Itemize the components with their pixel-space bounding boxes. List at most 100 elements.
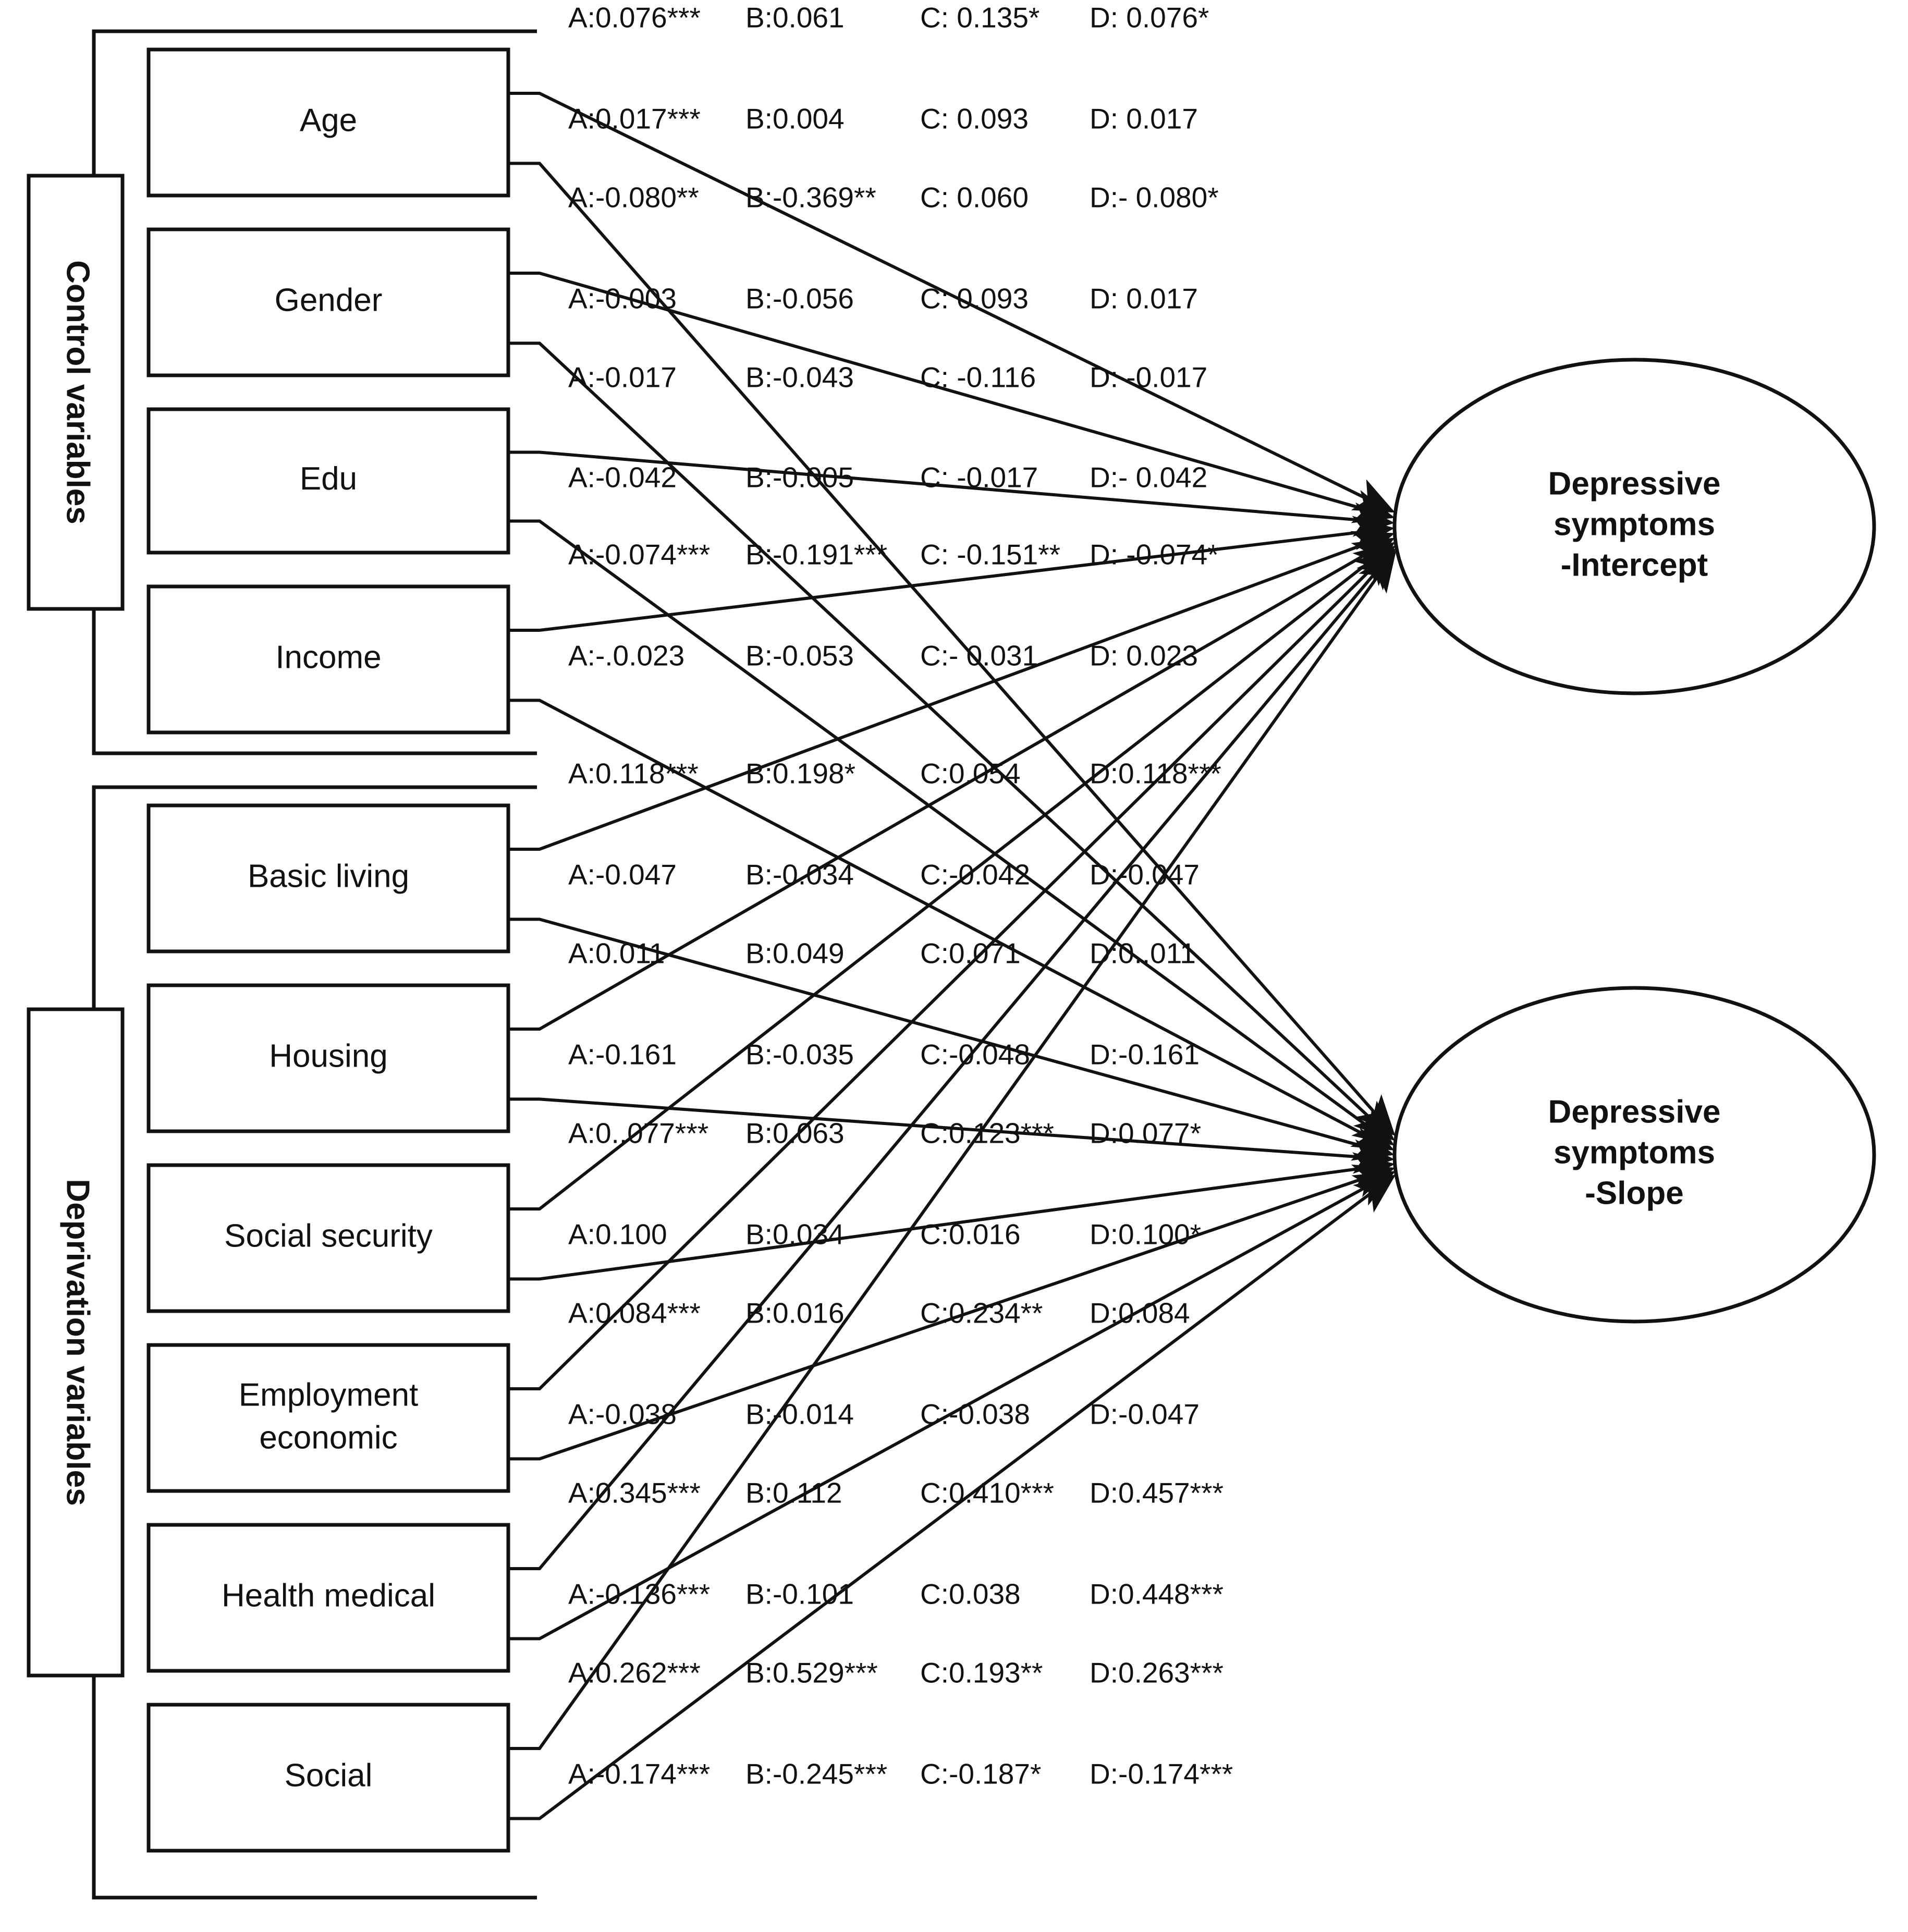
variable-label-social-security: Social security: [224, 1218, 433, 1254]
outcome-label-intercept-line2: symptoms: [1554, 506, 1715, 542]
coef-health-medical-slope-b: B:-0.101: [745, 1578, 854, 1610]
coef-age-slope-c: C: 0.093: [920, 103, 1029, 135]
variable-label-employment-economic-line1: Employment: [239, 1377, 419, 1413]
coef-edu-slope-a: A:-0.042: [568, 461, 677, 493]
coef-social-security-intercept-b: B:0.063: [745, 1117, 845, 1150]
path-arrow-edu-to-intercept: [508, 450, 1395, 537]
coef-basic-living-slope-a: A:-0.047: [568, 859, 677, 891]
coef-edu-slope-d: D:- 0.042: [1090, 461, 1207, 493]
coef-gender-intercept-c: C: 0.060: [920, 181, 1029, 214]
variable-box-social[interactable]: [146, 1703, 510, 1853]
coef-health-medical-intercept-b: B:0.112: [745, 1477, 842, 1509]
outcome-ellipse-intercept[interactable]: [1392, 358, 1876, 695]
coef-gender-slope-d: D: 0.017: [1090, 283, 1198, 315]
variable-box-health-medical[interactable]: [146, 1523, 510, 1673]
coef-income-intercept-c: C: -0.151**: [920, 539, 1060, 571]
coef-employment-economic-slope-b: B:-0.014: [745, 1398, 854, 1430]
path-arrow-age-to-intercept: [508, 92, 1396, 513]
variable-label-health-medical: Health medical: [222, 1578, 435, 1613]
coef-housing-intercept-d: D:0..011: [1090, 937, 1196, 970]
group-label-deprivation: Deprivation variables: [60, 1179, 96, 1506]
coef-gender-intercept-b: B:-0.369**: [745, 181, 876, 214]
coef-gender-slope-b: B:-0.056: [745, 283, 854, 315]
coef-housing-intercept-c: C:0.071: [920, 937, 1021, 970]
coef-social-security-slope-a: A:0.100: [568, 1218, 667, 1251]
coef-social-security-slope-b: B:0.034: [745, 1218, 845, 1251]
variable-label-employment-economic-line2: economic: [259, 1420, 397, 1456]
coef-basic-living-intercept-d: D:0.118***: [1090, 757, 1221, 790]
path-arrow-edu-to-slope: [508, 519, 1395, 1146]
group-label-box-deprivation: [27, 1007, 125, 1678]
path-arrow-social-to-slope: [508, 1174, 1396, 1820]
path-arrow-housing-to-slope: [508, 1097, 1395, 1174]
coef-edu-intercept-d: D: -0.017: [1090, 361, 1207, 394]
variable-box-basic-living[interactable]: [146, 803, 510, 953]
path-arrow-age-to-slope: [508, 162, 1396, 1136]
coef-housing-intercept-a: A:0.011: [568, 937, 665, 970]
variable-box-income[interactable]: [146, 584, 510, 735]
coef-social-slope-c: C:-0.187*: [920, 1758, 1041, 1790]
coef-social-slope-b: B:-0.245***: [745, 1758, 887, 1790]
path-arrow-income-to-slope: [508, 699, 1395, 1151]
coef-basic-living-intercept-b: B:0.198*: [745, 757, 855, 790]
coef-social-security-slope-d: D:0.100*: [1090, 1218, 1201, 1251]
path-arrow-basic-living-to-slope: [508, 918, 1395, 1161]
path-arrow-income-to-intercept: [508, 516, 1395, 632]
coef-income-intercept-b: B:-0.191***: [745, 539, 887, 571]
coef-age-slope-b: B:0.004: [745, 103, 845, 135]
path-arrow-basic-living-to-intercept: [508, 531, 1395, 851]
coef-social-intercept-d: D:0.263***: [1090, 1657, 1224, 1689]
coef-age-intercept-a: A:0.076***: [568, 2, 701, 34]
coef-edu-intercept-c: C: -0.116: [920, 361, 1036, 394]
outcome-label-slope-line3: -Slope: [1585, 1175, 1683, 1211]
outcome-ellipse-slope[interactable]: [1392, 986, 1876, 1324]
variable-label-social: Social: [285, 1757, 373, 1793]
coef-age-intercept-b: B:0.061: [745, 2, 845, 34]
coef-social-security-intercept-d: D:0.077*: [1090, 1117, 1201, 1150]
coef-employment-economic-slope-a: A:-0.038: [568, 1398, 677, 1430]
coef-social-security-intercept-a: A:0..077***: [568, 1117, 708, 1150]
outcome-label-slope-line2: symptoms: [1554, 1134, 1715, 1170]
coef-income-intercept-d: D: -0.074*: [1090, 539, 1219, 571]
coef-employment-economic-slope-d: D:-0.047: [1090, 1398, 1200, 1430]
coef-basic-living-intercept-c: C:0.054: [920, 757, 1021, 790]
path-arrow-health-medical-to-slope: [508, 1171, 1396, 1641]
variable-box-age[interactable]: [146, 47, 510, 198]
variable-box-gender[interactable]: [146, 227, 510, 377]
coef-basic-living-intercept-a: A:0.118***: [568, 757, 699, 790]
coef-health-medical-intercept-d: D:0.457***: [1090, 1477, 1224, 1509]
coef-income-slope-b: B:-0.053: [745, 640, 854, 672]
variable-box-employment-economic[interactable]: [146, 1343, 510, 1493]
coef-edu-intercept-a: A:-0.017: [568, 361, 677, 394]
coef-health-medical-slope-d: D:0.448***: [1090, 1578, 1224, 1610]
variable-box-housing[interactable]: [146, 983, 510, 1133]
coef-age-intercept-d: D: 0.076*: [1090, 2, 1209, 34]
variable-box-edu[interactable]: [146, 407, 510, 555]
variable-box-social-security[interactable]: [146, 1163, 510, 1313]
coef-health-medical-intercept-c: C:0.410***: [920, 1477, 1054, 1509]
coef-social-slope-a: A:-0.174***: [568, 1758, 710, 1790]
coef-social-security-intercept-c: C:0.123***: [920, 1117, 1054, 1150]
coef-employment-economic-intercept-a: A:0.084***: [568, 1297, 701, 1329]
path-arrow-social-security-to-slope: [508, 1152, 1395, 1281]
outcome-label-slope-line1: Depressive: [1548, 1094, 1721, 1130]
variable-label-age: Age: [300, 102, 357, 138]
coef-gender-intercept-a: A:-0.080**: [568, 181, 699, 214]
path-arrow-social-to-intercept: [508, 551, 1397, 1750]
group-label-box-control: [27, 174, 125, 611]
coef-income-slope-d: D: 0.023: [1090, 640, 1198, 672]
coef-gender-intercept-d: D:- 0.080*: [1090, 181, 1219, 214]
path-arrow-social-security-to-intercept: [508, 542, 1396, 1210]
outcome-label-intercept-line1: Depressive: [1548, 466, 1721, 502]
coef-basic-living-slope-b: B:-0.034: [745, 859, 854, 891]
coef-housing-slope-c: C:-0.048: [920, 1038, 1030, 1071]
coef-social-intercept-b: B:0.529***: [745, 1657, 878, 1689]
coef-health-medical-slope-c: C:0.038: [920, 1578, 1021, 1610]
variable-label-edu: Edu: [300, 461, 357, 497]
coef-housing-slope-a: A:-0.161: [568, 1038, 677, 1071]
coef-income-slope-a: A:-.0.023: [568, 640, 684, 672]
path-arrow-health-medical-to-intercept: [508, 548, 1396, 1570]
coef-income-intercept-a: A:-0.074***: [568, 539, 710, 571]
